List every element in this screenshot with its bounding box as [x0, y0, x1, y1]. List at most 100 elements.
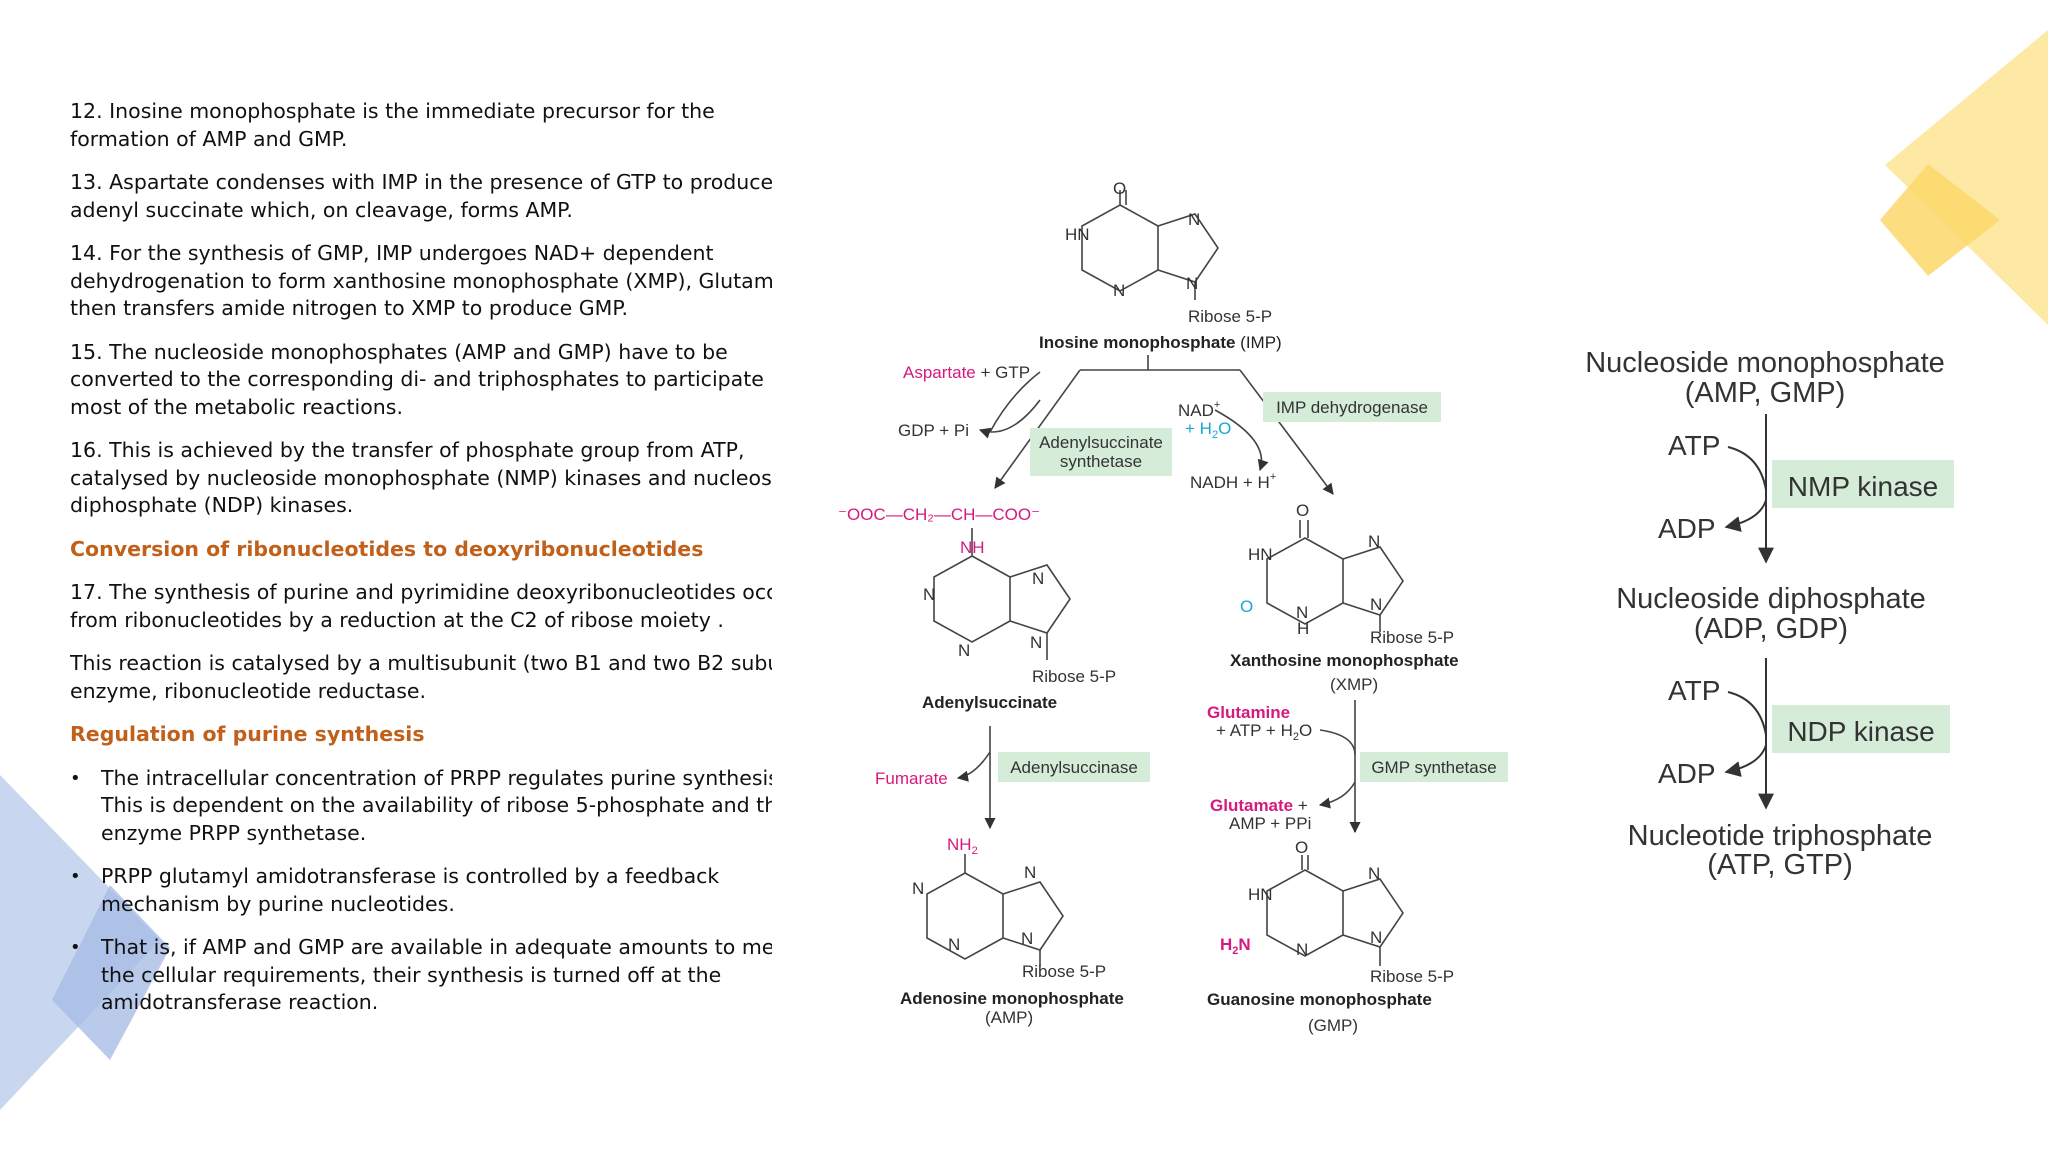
imp-name: Inosine monophosphate (IMP) — [1039, 333, 1282, 352]
gmp-n3-label: N — [1296, 940, 1308, 959]
ndp-title-line1: Nucleoside diphosphate — [1616, 583, 1926, 615]
amp-ribose-label: Ribose 5-P — [1022, 962, 1106, 981]
nmp-kinase-label: NMP kinase — [1788, 471, 1938, 502]
adp-label-2: ADP — [1658, 758, 1716, 789]
xmp-n9-label: N — [1370, 595, 1382, 614]
gmp-synthetase-label: GMP synthetase — [1371, 758, 1496, 777]
enzyme-box-adenylsuccinate-synthetase — [1030, 428, 1172, 476]
amp-n1-label: N — [912, 879, 924, 898]
text-column: 12. Inosine monophosphate is the immedia… — [70, 98, 772, 1033]
gmp-five-ring — [1342, 878, 1404, 948]
h2o-label: + H2O — [1185, 419, 1231, 441]
enzyme-box-adenylsuccinase — [998, 752, 1150, 782]
bullet-item: •That is, if AMP and GMP are available i… — [70, 935, 772, 1014]
paragraph-13: 13. Aspartate condenses with IMP in the … — [70, 170, 772, 222]
xmp-ribose-label: Ribose 5-P — [1370, 628, 1454, 647]
ntp-title-line2: (ATP, GTP) — [1707, 849, 1853, 881]
xmp-hn-label: HN — [1248, 545, 1273, 564]
atp-label-2: ATP — [1668, 675, 1720, 706]
paragraph-15: 15. The nucleoside monophosphates (AMP a… — [70, 339, 772, 419]
aspartate-gtp-label: Aspartate + GTP — [903, 363, 1030, 382]
aspartate-label: Aspartate — [903, 363, 976, 382]
deco-blue-triangle — [0, 775, 160, 1110]
adenylsuccinate-n3-label: N — [958, 641, 970, 660]
xmp-abbr: (XMP) — [1330, 675, 1378, 694]
nmp-title-line1: Nucleoside monophosphate — [1585, 347, 1945, 379]
adp-label-1: ADP — [1658, 513, 1716, 544]
xmp-h-label: H — [1297, 619, 1309, 638]
deco-yellow-diamond-small — [1880, 164, 2000, 276]
ndp-title-line2: (ADP, GDP) — [1694, 613, 1848, 645]
amp-n7-label: N — [1024, 863, 1036, 882]
adenylsuccinate-synthetase-line2: synthetase — [1060, 452, 1142, 471]
gmp-n9-label: N — [1370, 928, 1382, 947]
nmp-title-line2: (AMP, GMP) — [1685, 377, 1846, 409]
bullet-icon: • — [70, 937, 81, 958]
amp-nh2-label: NH2 — [947, 835, 978, 857]
adenylsuccinate-synthetase-line1: Adenylsuccinate — [1039, 433, 1163, 452]
paragraph-12: 12. Inosine monophosphate is the immedia… — [70, 99, 715, 151]
xmp-n7-label: N — [1368, 532, 1380, 551]
adenylsuccinate-n9-label: N — [1030, 633, 1042, 652]
amp-name: Adenosine monophosphate — [900, 989, 1124, 1008]
adenylsuccinate-name: Adenylsuccinate — [922, 693, 1057, 712]
adenylsuccinate-nh-label: NH — [960, 538, 985, 557]
xmp-name: Xanthosine monophosphate — [1230, 651, 1459, 670]
deco-blue-diamond — [52, 885, 170, 1060]
adenylsuccinate-n1-label: N — [923, 585, 935, 604]
gmp-abbr: (GMP) — [1308, 1016, 1358, 1035]
deco-yellow-diamond-large — [1885, 30, 2048, 325]
bullet-list: •The intracellular concentration of PRPP… — [70, 765, 772, 1017]
nmp-kinase-box — [1772, 460, 1954, 508]
imp-ribose-label: Ribose 5-P — [1188, 307, 1272, 326]
atp-label-1: ATP — [1668, 430, 1720, 461]
bullet-icon: • — [70, 866, 81, 887]
glutamate-label: Glutamate + — [1210, 796, 1308, 815]
xmp-o-top-label: O — [1296, 501, 1309, 520]
enzyme-box-gmp-synthetase — [1360, 752, 1508, 782]
gmp-name: Guanosine monophosphate — [1207, 990, 1432, 1009]
paragraph-reductase: This reaction is catalysed by a multisub… — [70, 651, 772, 703]
xmp-five-ring — [1342, 546, 1404, 616]
adenylsuccinate-ribose-label: Ribose 5-P — [1032, 667, 1116, 686]
xmp-o-left-label: O — [1240, 597, 1253, 616]
adenylsuccinate-n7-label: N — [1032, 569, 1044, 588]
heading-regulation: Regulation of purine synthesis — [70, 722, 425, 746]
gmp-h2n-label: H2N — [1220, 935, 1251, 957]
imp-five-ring — [1157, 213, 1219, 283]
glutamine-label: Glutamine — [1207, 703, 1290, 722]
nad-label: NAD+ — [1178, 399, 1220, 420]
paragraph-16: 16. This is achieved by the transfer of … — [70, 438, 772, 517]
amp-abbr: (AMP) — [985, 1008, 1033, 1027]
ndp-kinase-label: NDP kinase — [1787, 716, 1934, 747]
amp-n3-label: N — [948, 935, 960, 954]
adenylsuccinase-label: Adenylsuccinase — [1010, 758, 1138, 777]
imp-hn-label: HN — [1065, 225, 1090, 244]
imp-n9-label: N — [1186, 274, 1198, 293]
enzyme-box-imp-dehydrogenase — [1263, 392, 1441, 422]
ntp-title-line1: Nucleotide triphosphate — [1628, 820, 1933, 852]
paragraph-14: 14. For the synthesis of GMP, IMP underg… — [70, 241, 772, 320]
imp-n3-label: N — [1113, 281, 1125, 300]
ndp-kinase-box — [1772, 705, 1950, 753]
nadh-label: NADH + H+ — [1190, 471, 1276, 492]
gmp-hn-label: HN — [1248, 885, 1273, 904]
imp-dehydrogenase-label: IMP dehydrogenase — [1276, 398, 1428, 417]
atp-h2o-label: + ATP + H2O — [1216, 721, 1312, 743]
bullet-item: •PRPP glutamyl amidotransferase is contr… — [70, 864, 720, 916]
imp-name-rest: (IMP) — [1235, 333, 1281, 352]
amp-n9-label: N — [1021, 929, 1033, 948]
arrow-to-xmp — [1239, 369, 1334, 495]
gmp-o-label: O — [1295, 838, 1308, 857]
bullet-icon: • — [70, 767, 81, 789]
gdp-pi-label: GDP + Pi — [898, 421, 969, 440]
xmp-n3-label: N — [1296, 603, 1308, 622]
paragraph-17: 17. The synthesis of purine and pyrimidi… — [70, 580, 772, 632]
heading-conversion: Conversion of ribonucleotides to deoxyri… — [70, 536, 704, 561]
gmp-ribose-label: Ribose 5-P — [1370, 967, 1454, 986]
amp-five-ring — [1002, 881, 1064, 951]
succinyl-chain-label: ⁻OOC—CH₂—CH—COO⁻ — [838, 505, 1040, 524]
